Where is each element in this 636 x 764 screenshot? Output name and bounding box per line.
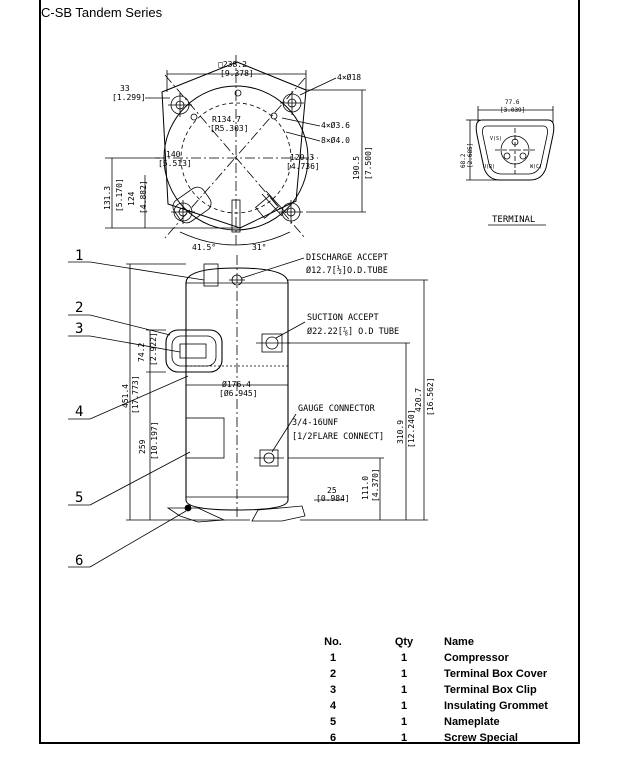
dim-width: □238.2 (218, 60, 247, 69)
dim-259-in: [10.197] (150, 421, 159, 460)
dim-33: 33 (120, 84, 130, 93)
callout-3: 3 (68, 321, 181, 353)
dim-742: 74.2 (137, 343, 146, 362)
grommet-top-left (168, 93, 192, 117)
angle-31: 31° (252, 243, 266, 252)
svg-text:6: 6 (75, 553, 83, 569)
dim-4x18: 4×Ø18 (337, 72, 361, 82)
svg-text:1: 1 (75, 248, 83, 264)
dim-1764-in: [Ø6.945] (219, 388, 258, 398)
dim-4207-in: [16.562] (426, 377, 435, 416)
svg-text:2: 2 (75, 300, 83, 316)
dim-33-in: [1.299] (112, 93, 146, 102)
grommet-bottom-left (171, 200, 195, 224)
svg-text:3: 3 (75, 321, 83, 337)
callout-6: 6 (68, 510, 187, 569)
suction-fitting-top (255, 195, 279, 219)
dim-8x40: 8×Ø4.0 (321, 135, 350, 145)
dim-140: 140 (166, 150, 181, 159)
compressor-shell (185, 267, 289, 511)
terminal-pin-w: W(C) (530, 164, 542, 170)
dim-140-in: [5.513] (158, 159, 192, 168)
side-view: Ø176.4 [Ø6.945] 74.2 [2.922] 451.4 [17.7… (68, 248, 435, 569)
dim-radius: R134.7 (212, 115, 241, 124)
dim-742-in: [2.922] (149, 332, 158, 366)
discharge-fitting (203, 263, 219, 287)
terminal-outline (475, 119, 555, 181)
parts-table: No. Qty Name 1 1 Compressor 2 1 Terminal… (300, 634, 574, 746)
dim-1905-in: [7.500] (364, 146, 373, 180)
table-row: 6 1 Screw Special (329, 732, 518, 744)
header-name: Name (444, 636, 474, 648)
discharge-tube: Ø12.7[½]O.D.TUBE (306, 265, 388, 276)
dim-1203: 120.3 (290, 153, 314, 162)
dim-1313-in: [5.170] (115, 178, 124, 212)
dim-3109-in: [12.240] (407, 409, 416, 448)
suction-label: SUCTION ACCEPT (307, 313, 379, 323)
suction-tube: Ø22.22[⅞] O.D TUBE (307, 326, 399, 337)
drawing-title: C-SB Tandem Series (41, 5, 163, 20)
gauge-connector (254, 449, 284, 467)
dim-25: 25 (327, 486, 337, 495)
gauge-thread: 3/4-16UNF (292, 418, 338, 428)
terminal-label: TERMINAL (492, 215, 535, 225)
dim-776-in: [3.039] (500, 107, 525, 114)
svg-text:4: 4 (75, 404, 83, 420)
dim-1110: 111.0 (361, 476, 370, 500)
dim-682: 68.2 (460, 153, 467, 168)
table-row: 3 1 Terminal Box Clip (329, 684, 537, 696)
mounting-foot-left (166, 507, 226, 523)
suction-fitting (256, 333, 290, 353)
dim-1764: Ø176.4 (222, 379, 251, 389)
table-row: 4 1 Insulating Grommet (329, 700, 548, 712)
screw-special (184, 504, 192, 512)
dim-width-in: [9.378] (220, 69, 254, 78)
discharge-fitting-top (231, 199, 241, 233)
drawing-frame (39, 0, 580, 744)
header-no: No. (324, 636, 342, 648)
gauge-label: GAUGE CONNECTOR (298, 404, 376, 414)
dim-4514: 451.4 (121, 384, 130, 408)
gauge-flare: [1/2FLARE CONNECT] (292, 432, 384, 442)
nameplate (185, 417, 225, 459)
parts-header-row: No. Qty Name (300, 634, 574, 650)
dim-radius-in: [R5.303] (210, 124, 249, 133)
discharge-label: DISCHARGE ACCEPT (306, 253, 388, 263)
mounting-foot-right (251, 505, 306, 522)
callout-1: 1 (68, 248, 205, 281)
grommet-bottom-right (279, 200, 303, 224)
terminal-view: V(S) U(R) W(C) 77.6 [3.039] 68.2 [2.685]… (460, 99, 555, 226)
terminal-pin-v: V(S) (490, 136, 502, 142)
callout-5: 5 (68, 451, 191, 506)
grommet-top-right (280, 91, 304, 115)
dim-1905: 190.5 (352, 156, 361, 180)
terminal-box-side (165, 329, 223, 373)
svg-text:5: 5 (75, 490, 83, 506)
callout-4: 4 (68, 375, 189, 420)
dim-259: 259 (138, 439, 147, 454)
dim-682-in: [2.685] (467, 143, 474, 168)
dim-1313: 131.3 (103, 186, 112, 210)
dim-1110-in: [4.370] (371, 468, 380, 502)
table-row: 1 1 Compressor (329, 652, 509, 664)
dim-124: 124 (127, 191, 136, 206)
callout-2: 2 (68, 300, 171, 336)
dim-776: 77.6 (505, 99, 520, 106)
dim-3109: 310.9 (396, 420, 405, 444)
table-row: 2 1 Terminal Box Cover (329, 668, 548, 680)
terminal-pin-u: U(R) (483, 164, 495, 170)
table-row: 5 1 Nameplate (329, 716, 500, 728)
dim-124-in: [4.882] (139, 180, 148, 214)
top-view: □238.2 [9.378] 33 [1.299] 4×Ø18 R134.7 [… (103, 55, 373, 252)
terminal-box-top (172, 186, 212, 224)
dim-1203-in: [4.736] (286, 162, 320, 171)
dim-4x36: 4×Ø3.6 (321, 120, 350, 130)
dim-4207: 420.7 (414, 388, 423, 412)
header-qty: Qty (394, 636, 414, 648)
dim-25-in: [0.984] (316, 494, 350, 503)
angle-415: 41.5° (192, 243, 216, 252)
dim-4514-in: [17.773] (131, 375, 140, 414)
